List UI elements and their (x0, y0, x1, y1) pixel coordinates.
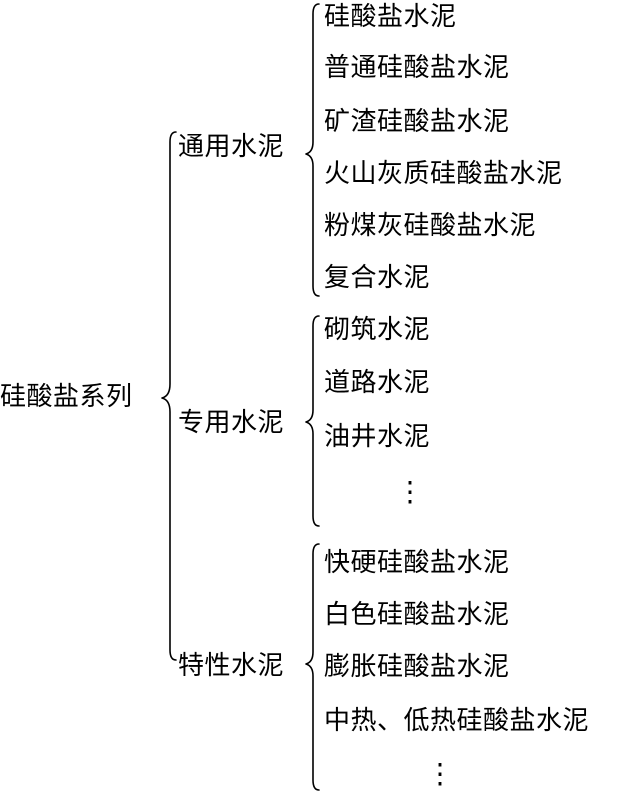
group-2-item-1: 砌筑水泥 (324, 315, 431, 345)
group-2-label: 专用水泥 (178, 408, 285, 438)
group-1-label: 通用水泥 (178, 132, 285, 162)
group-1-brace (305, 3, 320, 297)
group-3-item-4: 中热、低热硅酸盐水泥 (324, 706, 590, 736)
group-3-item-2: 白色硅酸盐水泥 (324, 600, 510, 630)
group-2-item-3: 油井水泥 (324, 422, 431, 452)
root-label: 硅酸盐系列 (0, 382, 133, 412)
group-2-brace (305, 315, 320, 527)
group-1-item-2: 普通硅酸盐水泥 (324, 53, 510, 83)
group-3-label: 特性水泥 (178, 651, 285, 681)
group-3-item-3: 膨胀硅酸盐水泥 (324, 652, 510, 682)
group-1-item-3: 矿渣硅酸盐水泥 (324, 107, 510, 137)
root-brace (161, 131, 177, 661)
group-1-item-6: 复合水泥 (324, 263, 431, 293)
group-3-item-1: 快硬硅酸盐水泥 (324, 548, 510, 578)
group-3-continuation: ⋮ (426, 757, 454, 790)
group-2-continuation: ⋮ (396, 475, 424, 508)
group-1-item-5: 粉煤灰硅酸盐水泥 (324, 211, 537, 241)
group-1-item-1: 硅酸盐水泥 (324, 2, 457, 32)
group-2-item-2: 道路水泥 (324, 368, 431, 398)
group-1-item-4: 火山灰质硅酸盐水泥 (324, 159, 563, 189)
group-3-brace (305, 543, 320, 791)
